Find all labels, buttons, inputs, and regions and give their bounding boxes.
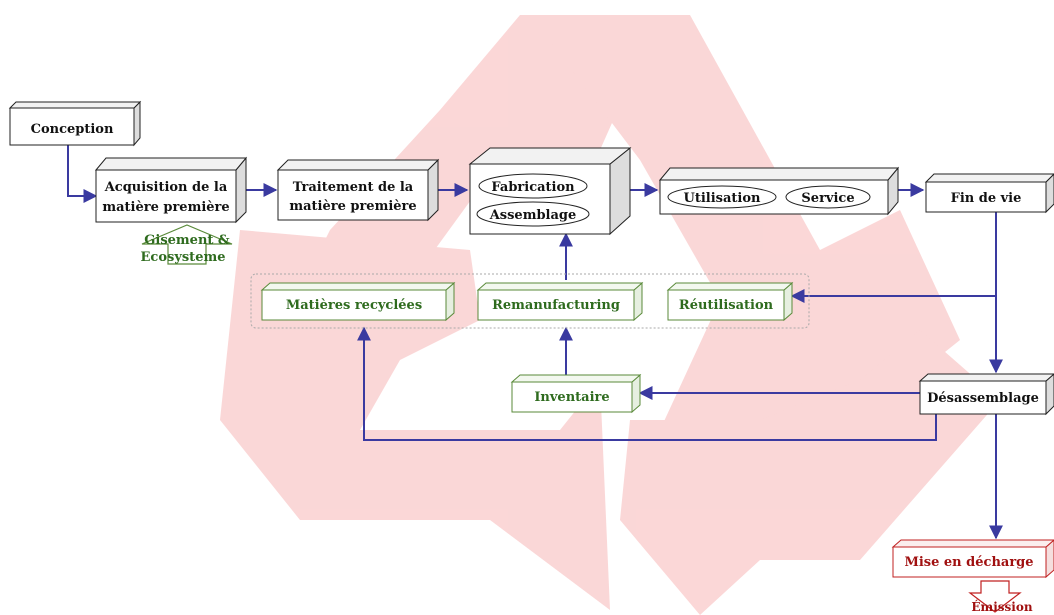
emission-label: Émission [971, 599, 1032, 614]
box-reutilisation: Réutilisation [666, 281, 794, 322]
box-remanufacturing: Remanufacturing [476, 281, 644, 322]
fin-de-vie-label: Fin de vie [951, 191, 1022, 206]
gisement-ecosysteme: Gisement & Ecosysteme [141, 224, 233, 265]
gisement-label-line2: Ecosysteme [141, 250, 226, 265]
desassemblage-label: Désassemblage [927, 391, 1039, 406]
traitement-label-line1: Traitement de la [293, 180, 414, 195]
gisement-up-arrow-icon [141, 224, 233, 265]
box-traitement: Traitement de la matière première [276, 158, 440, 222]
inventaire-label: Inventaire [534, 390, 609, 405]
box-inventaire: Inventaire [510, 373, 642, 414]
service-oval [785, 185, 871, 209]
reutilisation-label: Réutilisation [679, 298, 774, 313]
utilisation-oval [667, 185, 777, 209]
service-label: Service [801, 191, 854, 206]
conception-label: Conception [31, 122, 114, 137]
utilisation-label: Utilisation [684, 191, 762, 206]
traitement-label-line2: matière première [289, 199, 416, 214]
recycling-group-outline [250, 273, 810, 329]
box-fin-de-vie: Fin de vie [924, 173, 1054, 214]
fabrication-oval [478, 173, 588, 199]
box-fabrication-assemblage: Fabrication Assemblage [468, 146, 632, 236]
matieres-recyclees-label: Matières recyclées [286, 298, 422, 313]
mise-en-decharge-label: Mise en décharge [904, 555, 1033, 570]
acquisition-label-line1: Acquisition de la [104, 180, 228, 195]
box-utilisation-service: Utilisation Service [658, 166, 900, 216]
gisement-label-line1: Gisement & [144, 233, 230, 248]
box-conception: Conception [8, 100, 142, 147]
assemblage-label: Assemblage [489, 208, 577, 223]
acquisition-label-line2: matière première [102, 200, 229, 215]
remanufacturing-label: Remanufacturing [492, 298, 620, 313]
box-desassemblage: Désassemblage [918, 373, 1054, 416]
arrow-conception-to-acquisition [67, 145, 98, 203]
arrow-desassemblage-to-matieres-recyclees [357, 326, 937, 441]
box-mise-en-decharge: Mise en décharge [891, 539, 1054, 579]
fabrication-label: Fabrication [491, 180, 575, 195]
box-acquisition: Acquisition de la matière première [94, 156, 248, 224]
emission-down-arrow-icon [968, 580, 1022, 613]
assemblage-oval [476, 201, 590, 227]
emission: Émission [968, 580, 1033, 614]
box-matieres-recyclees: Matières recyclées [260, 281, 456, 322]
